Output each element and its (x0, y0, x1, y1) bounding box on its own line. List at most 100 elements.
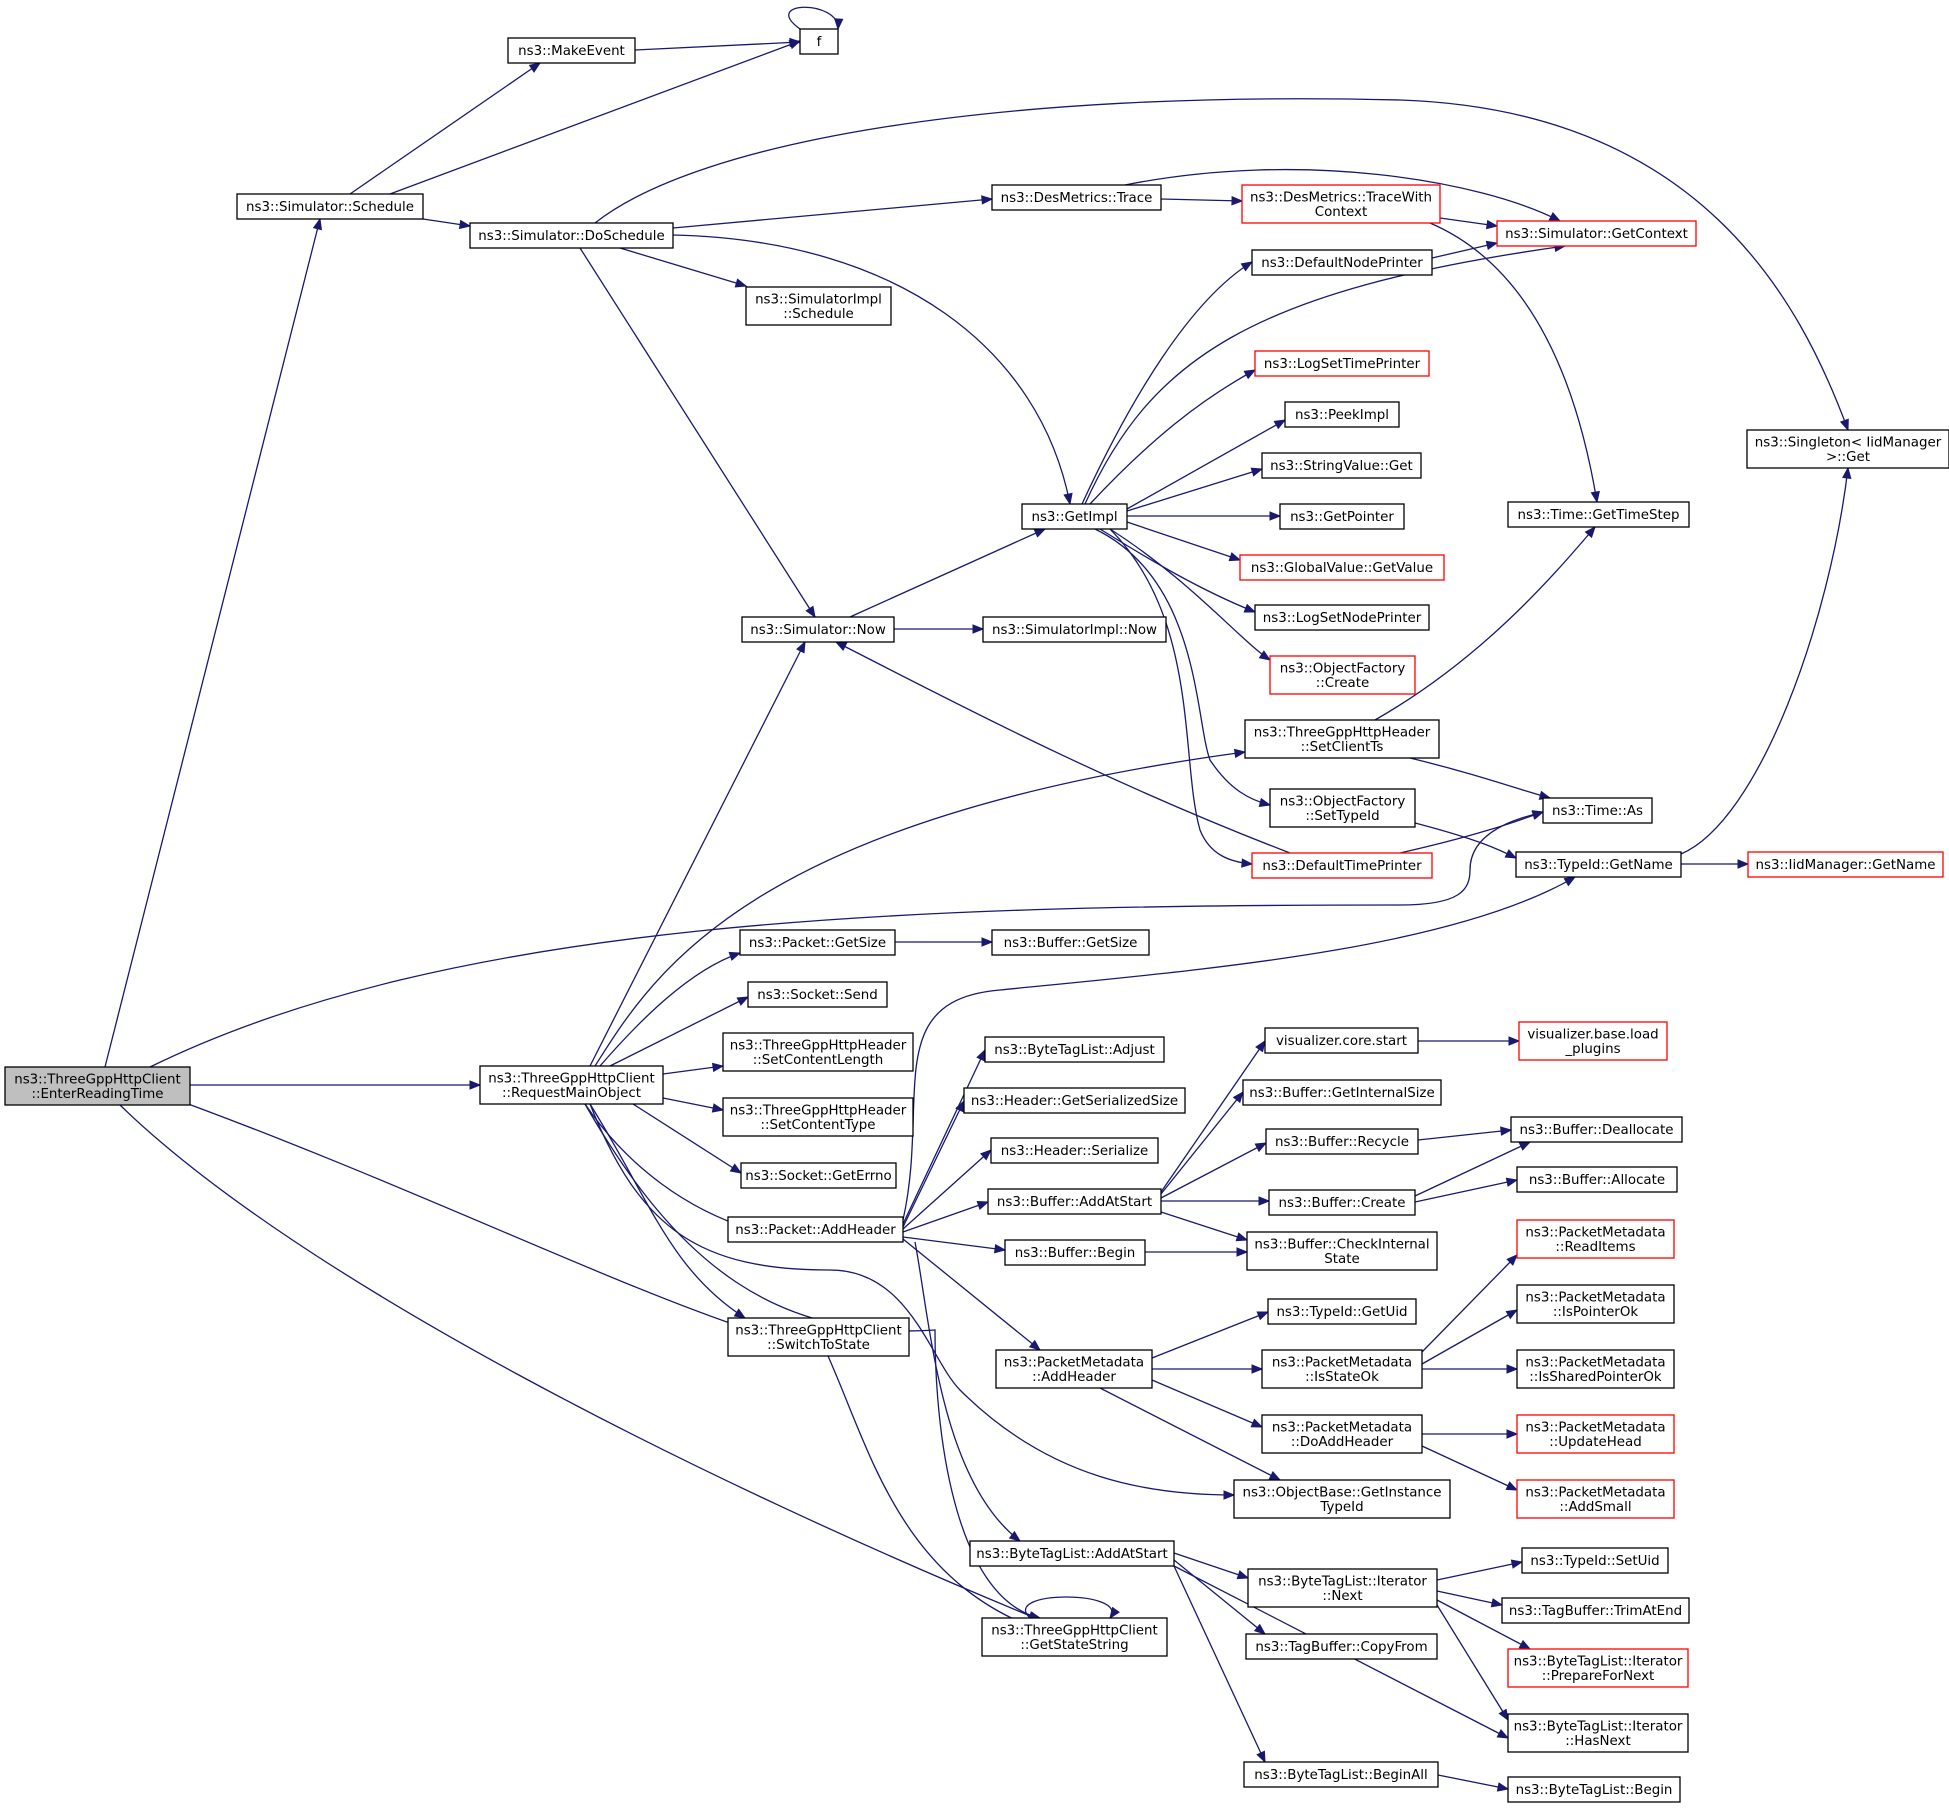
edge-arrowhead (1510, 1559, 1524, 1569)
node-getctx[interactable]: ns3::Simulator::GetContext (1496, 220, 1697, 247)
edge-line (589, 1103, 746, 1319)
node-simimplsched[interactable]: ns3::SimulatorImpl::Schedule (745, 286, 892, 326)
node-strvalget[interactable]: ns3::StringValue::Get (1261, 452, 1422, 479)
node-hdrser[interactable]: ns3::Header::Serialize (990, 1137, 1159, 1164)
node-box (1233, 1479, 1451, 1519)
node-btlbeginall[interactable]: ns3::ByteTagList::BeginAll (1243, 1761, 1439, 1788)
node-pktaddhdr[interactable]: ns3::Packet::AddHeader (727, 1216, 904, 1243)
node-label: ::AddSmall (1559, 1500, 1631, 1515)
node-pmisptrok[interactable]: ns3::PacketMetadata::IsPointerOk (1516, 1284, 1675, 1324)
node-vizload[interactable]: visualizer.base.load_plugins (1518, 1021, 1668, 1061)
node-bufalloc[interactable]: ns3::Buffer::Allocate (1516, 1166, 1678, 1193)
node-peekimpl[interactable]: ns3::PeekImpl (1284, 401, 1400, 428)
node-bufdealloc[interactable]: ns3::Buffer::Deallocate (1510, 1116, 1683, 1143)
node-box (1516, 1219, 1675, 1259)
node-sockerrno[interactable]: ns3::Socket::GetErrno (740, 1162, 897, 1189)
node-btlitnext[interactable]: ns3::ByteTagList::Iterator::Next (1247, 1568, 1438, 1608)
edge-pmaddhdr-to-pmdoaddhdr (1151, 1379, 1264, 1428)
node-btlbegin[interactable]: ns3::ByteTagList::Begin (1507, 1776, 1681, 1803)
node-socksend[interactable]: ns3::Socket::Send (747, 981, 888, 1008)
node-dosched[interactable]: ns3::Simulator::DoSchedule (469, 222, 674, 249)
node-pmupdatehead[interactable]: ns3::PacketMetadata::UpdateHead (1516, 1414, 1675, 1454)
node-deftimepr[interactable]: ns3::DefaultTimePrinter (1251, 852, 1433, 879)
node-singleton[interactable]: ns3::Singleton< IidManager >::Get (1746, 429, 1949, 469)
node-pmisshared[interactable]: ns3::PacketMetadata::IsSharedPointerOk (1516, 1349, 1675, 1389)
node-pmaddsmall[interactable]: ns3::PacketMetadata::AddSmall (1516, 1479, 1675, 1519)
node-bufcreate[interactable]: ns3::Buffer::Create (1268, 1189, 1416, 1216)
edge-arrowhead (1235, 1232, 1249, 1242)
node-defnodepr[interactable]: ns3::DefaultNodePrinter (1251, 249, 1433, 276)
node-label: ns3::Header::Serialize (1001, 1144, 1148, 1159)
node-getpointer[interactable]: ns3::GetPointer (1279, 503, 1405, 530)
node-reqmain[interactable]: ns3::ThreeGppHttpClient::RequestMainObje… (479, 1065, 664, 1105)
node-globalval[interactable]: ns3::GlobalValue::GetValue (1239, 554, 1445, 581)
node-logsettime[interactable]: ns3::LogSetTimePrinter (1254, 350, 1430, 377)
node-getstatestr[interactable]: ns3::ThreeGppHttpClient::GetStateString (981, 1617, 1168, 1657)
node-objfcreate[interactable]: ns3::ObjectFactory::Create (1269, 655, 1416, 695)
node-f[interactable]: f (799, 28, 839, 55)
node-switchstate[interactable]: ns3::ThreeGppHttpClient::SwitchToState (727, 1317, 910, 1357)
node-objfsettype[interactable]: ns3::ObjectFactory::SetTypeId (1269, 788, 1416, 828)
edge-arrowhead (976, 1048, 986, 1062)
node-bufbegin[interactable]: ns3::Buffer::Begin (1004, 1239, 1146, 1266)
node-btladdstart[interactable]: ns3::ByteTagList::AddAtStart (969, 1540, 1175, 1567)
node-vizstart[interactable]: visualizer.core.start (1264, 1027, 1419, 1054)
node-logsetnode[interactable]: ns3::LogSetNodePrinter (1254, 604, 1430, 631)
node-getimpl[interactable]: ns3::GetImpl (1021, 503, 1128, 530)
node-box (984, 1036, 1165, 1063)
node-typeidgetname[interactable]: ns3::TypeId::GetName (1515, 851, 1682, 878)
node-box (1267, 1298, 1417, 1325)
node-box (507, 37, 636, 64)
node-setcontentlen[interactable]: ns3::ThreeGppHttpHeader::SetContentLengt… (722, 1032, 914, 1072)
node-label: ns3::Buffer::CheckInternal (1254, 1237, 1429, 1252)
node-sched[interactable]: ns3::Simulator::Schedule (236, 193, 424, 220)
node-timeas[interactable]: ns3::Time::As (1542, 797, 1653, 824)
node-simnow[interactable]: ns3::Simulator::Now (741, 616, 895, 643)
node-label: ns3::Simulator::GetContext (1505, 227, 1688, 242)
edge-pmisstate-to-pmisptrok (1421, 1309, 1519, 1365)
node-pmisstate[interactable]: ns3::PacketMetadata::IsStateOk (1261, 1349, 1423, 1389)
node-iidgetname[interactable]: ns3::IidManager::GetName (1747, 851, 1944, 878)
node-tagtrim[interactable]: ns3::TagBuffer::TrimAtEnd (1501, 1597, 1690, 1624)
node-label: ns3::Buffer::Begin (1015, 1246, 1136, 1261)
node-trace[interactable]: ns3::DesMetrics::Trace (991, 184, 1162, 211)
node-box (1510, 1116, 1683, 1143)
node-tagcopy[interactable]: ns3::TagBuffer::CopyFrom (1245, 1633, 1438, 1660)
node-pmreaditems[interactable]: ns3::PacketMetadata::ReadItems (1516, 1219, 1675, 1259)
node-typeidgetuid[interactable]: ns3::TypeId::GetUid (1267, 1298, 1417, 1325)
node-label: ns3::PacketMetadata (1525, 1485, 1665, 1500)
node-setclientts[interactable]: ns3::ThreeGppHttpHeader::SetClientTs (1244, 719, 1440, 759)
node-btladjust[interactable]: ns3::ByteTagList::Adjust (984, 1036, 1165, 1063)
node-bufrecycle[interactable]: ns3::Buffer::Recycle (1265, 1128, 1419, 1155)
node-pmaddhdr[interactable]: ns3::PacketMetadata::AddHeader (995, 1349, 1153, 1389)
node-hdrgetser[interactable]: ns3::Header::GetSerializedSize (963, 1087, 1186, 1114)
edge-sched-to-dosched (422, 218, 472, 230)
node-bufgetsize[interactable]: ns3::Buffer::GetSize (991, 929, 1150, 956)
edge-line (599, 952, 741, 1067)
node-root[interactable]: ns3::ThreeGppHttpClient::EnterReadingTim… (4, 1066, 191, 1106)
node-bufaddstart[interactable]: ns3::Buffer::AddAtStart (987, 1188, 1162, 1215)
node-btlitprep[interactable]: ns3::ByteTagList::Iterator::PrepareForNe… (1507, 1648, 1689, 1688)
edge-line (594, 751, 1246, 1067)
node-bufgetint[interactable]: ns3::Buffer::GetInternalSize (1242, 1079, 1442, 1106)
node-pktgetsize[interactable]: ns3::Packet::GetSize (739, 929, 896, 956)
node-pmdoaddhdr[interactable]: ns3::PacketMetadata::DoAddHeader (1261, 1414, 1423, 1454)
node-box (1244, 719, 1440, 759)
node-box (1021, 503, 1128, 530)
edge-root-to-switchstate (149, 1089, 752, 1332)
node-gettimestep[interactable]: ns3::Time::GetTimeStep (1507, 501, 1690, 528)
edge-line (1436, 1561, 1523, 1581)
node-makeevent[interactable]: ns3::MakeEvent (507, 37, 636, 64)
node-setcontenttype[interactable]: ns3::ThreeGppHttpHeader::SetContentType (722, 1097, 914, 1137)
node-simimplnow[interactable]: ns3::SimulatorImpl::Now (982, 616, 1167, 643)
node-box (1521, 1547, 1669, 1574)
edge-arrowhead (1584, 525, 1596, 539)
node-box (727, 1317, 910, 1357)
node-btlithasnext[interactable]: ns3::ByteTagList::Iterator::HasNext (1507, 1713, 1689, 1753)
node-typeidsetuid[interactable]: ns3::TypeId::SetUid (1521, 1547, 1669, 1574)
edge-line (589, 1103, 1235, 1496)
edge-getimpl-to-objfsettype (1094, 528, 1272, 808)
